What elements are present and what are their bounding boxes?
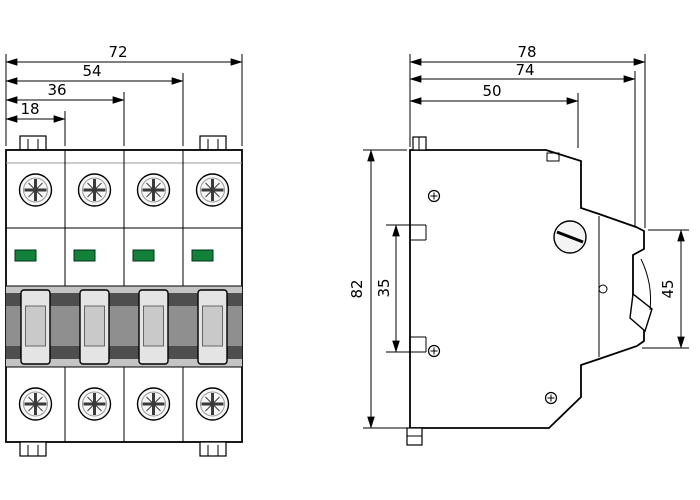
dim-label-36: 36 <box>47 81 66 99</box>
toggle-handle <box>20 289 51 365</box>
dim-width-two-modules-group <box>5 92 125 146</box>
dim-label-74: 74 <box>515 61 534 79</box>
dim-label-50: 50 <box>482 82 501 100</box>
dim-height-overall-group <box>363 149 407 429</box>
breaker-side-body <box>406 136 653 446</box>
dim-front-height-group <box>642 229 689 349</box>
terminal-screw-icon <box>136 172 171 208</box>
front-view: 72 54 36 18 <box>5 43 243 457</box>
terminal-screw-icon <box>195 172 230 208</box>
terminal-screw-icon <box>136 386 171 422</box>
din-clip-pull <box>406 427 423 446</box>
mounting-tab-bottom-left <box>19 441 47 457</box>
dim-rail-recess-group <box>386 224 410 353</box>
status-indicator-window <box>191 249 214 262</box>
dim-label-35: 35 <box>375 278 393 297</box>
terminal-opening <box>546 152 560 162</box>
dim-depth-body-group <box>409 93 579 148</box>
dim-label-45: 45 <box>659 279 677 298</box>
side-body-outline <box>409 149 645 429</box>
breaker-front-body <box>5 149 243 443</box>
toggle-handle <box>197 289 228 365</box>
status-indicator-window <box>132 249 155 262</box>
dim-label-72: 72 <box>108 43 127 61</box>
side-view: 78 74 50 82 35 <box>348 43 689 446</box>
mounting-tab-top-right <box>199 135 227 151</box>
status-indicator-window <box>73 249 96 262</box>
dim-label-82: 82 <box>348 279 366 298</box>
dim-label-18: 18 <box>20 100 39 118</box>
toggle-handle <box>138 289 169 365</box>
mounting-tab-bottom-right <box>199 441 227 457</box>
terminal-screw-icon <box>77 386 112 422</box>
pivot-pin-icon <box>598 284 608 294</box>
din-rail-recess <box>410 224 427 353</box>
rivet-icon <box>427 344 441 358</box>
mounting-tab-top-left <box>19 135 47 151</box>
dim-label-54: 54 <box>82 62 101 80</box>
dim-width-three-modules-group <box>5 73 184 146</box>
rivet-icon <box>427 189 441 203</box>
terminal-screw-icon <box>195 386 230 422</box>
terminal-screw-side-icon <box>553 220 587 254</box>
dim-width-one-module-group <box>5 111 66 146</box>
toggle-handle <box>79 289 110 365</box>
toggle-lever-side <box>629 258 653 333</box>
terminal-screw-icon <box>18 386 53 422</box>
terminal-screw-icon <box>77 172 112 208</box>
dim-depth-inner-group <box>409 71 636 226</box>
status-indicator-window <box>14 249 37 262</box>
side-top-tab <box>412 136 427 151</box>
rivet-icon <box>544 391 558 405</box>
dim-label-78: 78 <box>517 43 536 61</box>
terminal-screw-icon <box>18 172 53 208</box>
